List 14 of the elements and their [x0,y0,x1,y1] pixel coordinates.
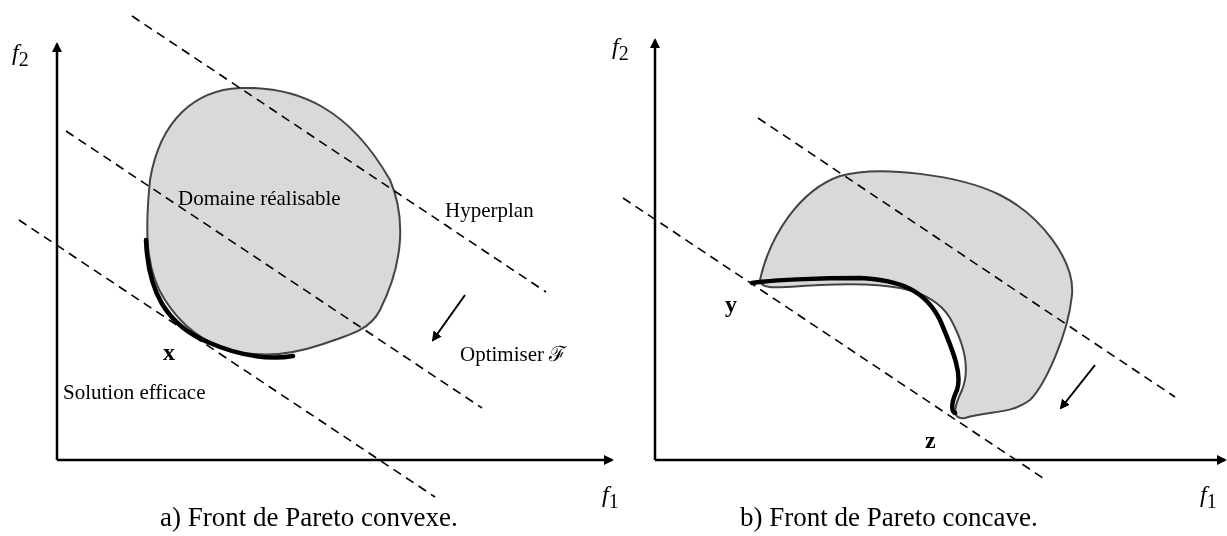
axis-label: f$_{2}$ [612,34,629,63]
axis-label: f$_{1}$ [1200,482,1217,511]
objective-label: Optimiser ℱ [460,344,567,365]
hyperplane-label: Hyperplan [445,200,534,221]
caption: a) Front de Pareto convexe. [160,504,458,531]
feasible-region-shape [759,170,1073,420]
axis-label: f$_{1}$ [602,482,619,511]
point-label: y [725,292,737,316]
point-label: x [163,340,175,364]
caption: b) Front de Pareto concave. [740,504,1038,531]
point-label: z [925,428,936,452]
region-label: Domaine réalisable [178,188,341,209]
solution-label: Solution efficace [63,382,206,403]
axis-label: f$_{2}$ [12,40,29,69]
